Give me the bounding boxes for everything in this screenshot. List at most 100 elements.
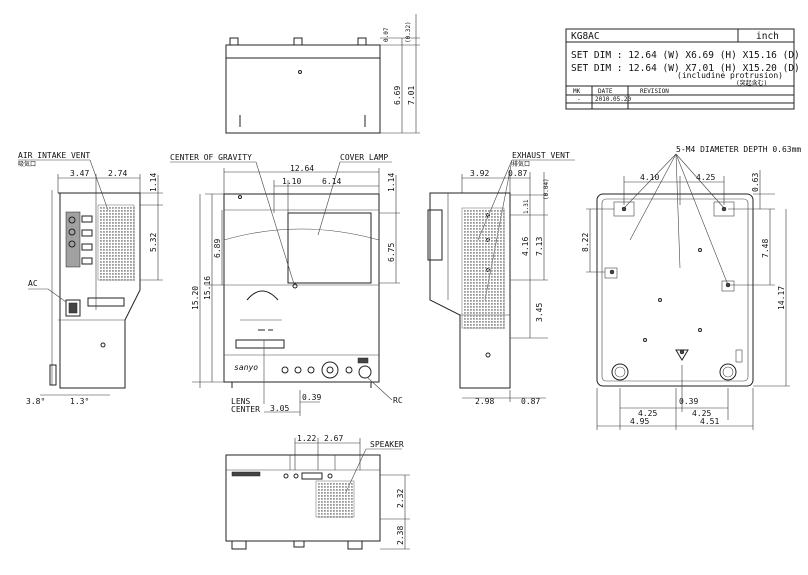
vent-slot [127,228,129,230]
vent-slot [330,501,332,503]
exhaust-jp-label: 排気口 [512,160,530,168]
vent-slot [327,516,329,518]
vent-slot [112,222,114,224]
vent-slot [106,237,108,239]
vent-slot [130,237,132,239]
vent-slot [118,216,120,218]
vent-slot [467,321,469,323]
vent-slot [494,321,496,323]
vent-slot [324,498,326,500]
vent-slot [479,288,481,290]
vent-slot [133,219,135,221]
vent-slot [485,252,487,254]
vent-slot [494,213,496,215]
vent-slot [476,237,478,239]
vent-slot [333,492,335,494]
vent-slot [488,312,490,314]
vent-slot [106,273,108,275]
vent-slot [327,501,329,503]
vent-slot [494,258,496,260]
vent-slot [333,501,335,503]
vent-slot [482,234,484,236]
vent-slot [488,243,490,245]
vent-slot [133,216,135,218]
bottom-dim-425b: 4.25 [638,409,657,418]
vent-slot [476,318,478,320]
vent-slot [497,231,499,233]
vent-slot [494,300,496,302]
vent-slot [351,498,353,500]
vent-slot [488,240,490,242]
vent-slot [103,225,105,227]
vent-slot [470,210,472,212]
vent-slot [479,315,481,317]
vent-slot [485,285,487,287]
vent-slot [503,234,505,236]
vent-slot [488,315,490,317]
vent-slot [124,237,126,239]
front-dim-689: 6.89 [213,239,222,258]
vent-slot [351,504,353,506]
vent-slot [476,225,478,227]
vent-slot [479,279,481,281]
vent-slot [491,258,493,260]
vent-slot [103,234,105,236]
vent-slot [497,285,499,287]
vent-slot [330,498,332,500]
vent-slot [324,483,326,485]
vent-slot [127,264,129,266]
vent-slot [482,318,484,320]
front-view: sanyo CENTER OF GRAVITY COVER LAMP LENS … [170,153,403,416]
vent-slot [500,213,502,215]
vent-slot [479,261,481,263]
vent-slot [106,261,108,263]
vent-slot [321,495,323,497]
vent-slot [479,303,481,305]
vent-slot [485,327,487,329]
front-dim-614: 6.14 [322,177,341,186]
vent-slot [503,288,505,290]
vent-slot [494,255,496,257]
vent-slot [467,276,469,278]
vent-slot [467,228,469,230]
vent-slot [497,234,499,236]
vent-slot [485,291,487,293]
vent-slot [124,240,126,242]
vent-slot [479,210,481,212]
vent-slot [479,225,481,227]
vent-slot [500,318,502,320]
vent-slot [100,252,102,254]
title-set-dim-2: SET DIM : 12.64 (W) X7.01 (H) X15.20 (D) [571,63,800,74]
vent-slot [333,510,335,512]
vent-slot [130,243,132,245]
vent-slot [118,252,120,254]
vent-slot [488,279,490,281]
vent-slot [339,486,341,488]
vent-slot [479,234,481,236]
vent-slot [482,267,484,269]
vent-slot [479,255,481,257]
vent-slot [100,231,102,233]
vent-slot [118,231,120,233]
vent-slot [476,270,478,272]
vent-slot [470,321,472,323]
vent-slot [503,213,505,215]
vent-slot [467,216,469,218]
vent-slot [100,258,102,260]
vent-slot [491,216,493,218]
vent-slot [485,267,487,269]
vent-slot [106,267,108,269]
vent-slot [473,258,475,260]
vent-slot [115,258,117,260]
vent-slot [500,294,502,296]
vent-slot [497,225,499,227]
cover-lamp-label: COVER LAMP [340,153,388,162]
vent-slot [503,315,505,317]
vent-slot [500,228,502,230]
vent-slot [351,513,353,515]
vent-slot [497,324,499,326]
vent-slot [494,252,496,254]
vent-slot [103,210,105,212]
vent-slot [491,270,493,272]
vent-slot [130,216,132,218]
